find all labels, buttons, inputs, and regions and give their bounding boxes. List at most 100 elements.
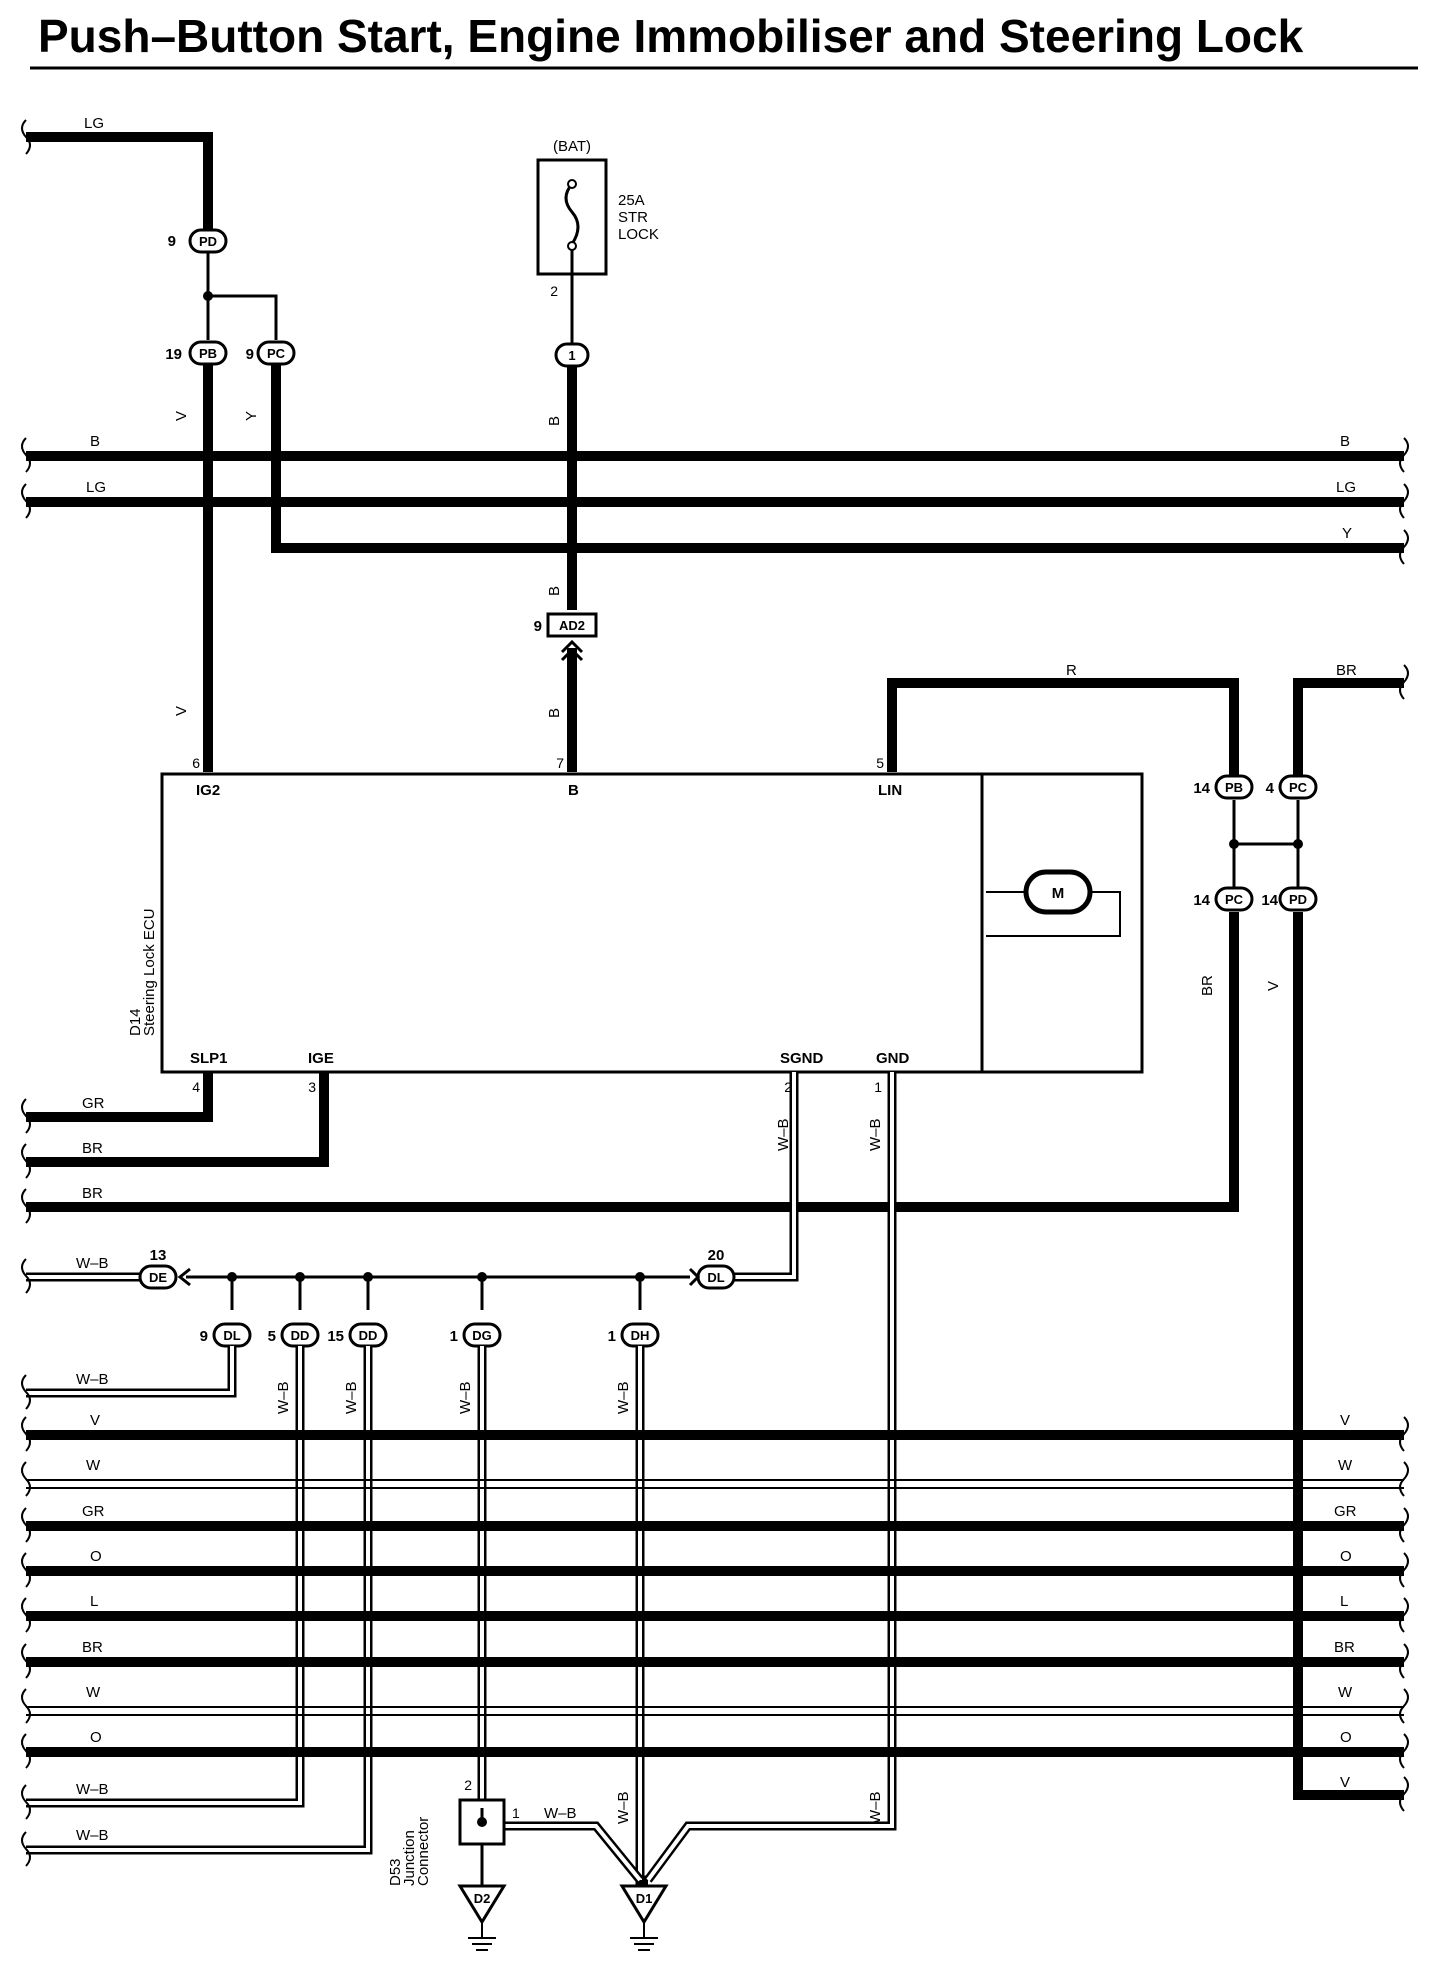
svg-text:W–B: W–B bbox=[76, 1371, 109, 1388]
svg-text:L: L bbox=[90, 1593, 98, 1610]
connector-ad2: 9 AD2 bbox=[534, 612, 598, 662]
svg-text:BR: BR bbox=[82, 1639, 103, 1656]
b-supply-wire: B B B bbox=[546, 366, 577, 772]
svg-text:O: O bbox=[90, 1729, 102, 1746]
page-title: Push–Button Start, Engine Immobiliser an… bbox=[38, 10, 1304, 62]
bus-bottom: V W GR O L BR W O V W GR O L BR W O V bbox=[21, 1412, 1409, 1812]
svg-text:6: 6 bbox=[192, 755, 200, 771]
svg-text:W–B: W–B bbox=[867, 1118, 884, 1151]
svg-text:1: 1 bbox=[450, 1328, 458, 1345]
svg-text:W: W bbox=[86, 1457, 101, 1474]
svg-text:W–B: W–B bbox=[343, 1381, 360, 1414]
connector-pd-top: 9 PD bbox=[168, 228, 228, 254]
connector-pc-right-bot: 14 PC bbox=[1193, 886, 1254, 912]
svg-text:LG: LG bbox=[86, 479, 106, 496]
svg-text:1: 1 bbox=[608, 1328, 616, 1345]
lg-input-circuit: LG V Y V bbox=[21, 115, 1404, 772]
svg-text:D2: D2 bbox=[474, 1891, 491, 1906]
svg-text:DL: DL bbox=[223, 1328, 240, 1343]
svg-text:4: 4 bbox=[192, 1079, 200, 1095]
connector-pb-right: 14 PB bbox=[1193, 774, 1254, 800]
wb-drops: W–B W–B W–B W–B W–B W–B W–B W–B W–B W–B … bbox=[21, 1072, 897, 1885]
wire-label-b-1: B bbox=[546, 416, 563, 426]
svg-text:W–B: W–B bbox=[76, 1827, 109, 1844]
svg-text:14: 14 bbox=[1193, 892, 1210, 909]
svg-text:9: 9 bbox=[246, 346, 254, 363]
svg-text:SLP1: SLP1 bbox=[190, 1050, 228, 1067]
wire-label-r: R bbox=[1066, 662, 1077, 679]
svg-text:PB: PB bbox=[199, 346, 217, 361]
svg-text:V: V bbox=[1340, 1774, 1350, 1791]
connector-pc-right-top: 4 PC bbox=[1266, 774, 1318, 800]
wire-label-v-ig2: V bbox=[173, 706, 190, 716]
slp1-ige-circuit: GR BR BR bbox=[21, 1072, 329, 1224]
ecu-pins-bottom: SLP1 4 IGE 3 SGND 2 GND 1 bbox=[190, 1050, 910, 1095]
svg-text:DD: DD bbox=[291, 1328, 310, 1343]
svg-text:Y: Y bbox=[1342, 525, 1352, 542]
connector-de: 13 DE bbox=[138, 1247, 191, 1290]
svg-text:13: 13 bbox=[150, 1247, 167, 1264]
svg-text:PC: PC bbox=[1225, 892, 1244, 907]
svg-text:AD2: AD2 bbox=[559, 618, 585, 633]
svg-text:1: 1 bbox=[874, 1079, 882, 1095]
svg-text:GND: GND bbox=[876, 1050, 910, 1067]
connector-dg: 1 DG bbox=[450, 1322, 502, 1348]
svg-text:BR: BR bbox=[82, 1140, 103, 1157]
svg-text:4: 4 bbox=[1266, 780, 1275, 797]
svg-text:PD: PD bbox=[1289, 892, 1307, 907]
svg-text:9: 9 bbox=[200, 1328, 208, 1345]
svg-text:LG: LG bbox=[1336, 479, 1356, 496]
ground-d2: D2 bbox=[457, 1884, 507, 1951]
svg-text:W–B: W–B bbox=[76, 1781, 109, 1798]
wire-label-v-pb: V bbox=[173, 411, 190, 421]
svg-text:14: 14 bbox=[1261, 892, 1278, 909]
svg-text:V: V bbox=[1265, 981, 1282, 991]
svg-text:Connector: Connector bbox=[415, 1817, 432, 1886]
ground-d1: D1 bbox=[619, 1880, 669, 1951]
svg-text:19: 19 bbox=[165, 346, 182, 363]
svg-text:D53: D53 bbox=[387, 1858, 404, 1886]
svg-text:9: 9 bbox=[168, 233, 176, 250]
connector-dh: 1 DH bbox=[608, 1322, 660, 1348]
connector-pd-right-bot: 14 PD bbox=[1261, 886, 1318, 912]
svg-text:W: W bbox=[86, 1684, 101, 1701]
svg-text:3: 3 bbox=[308, 1079, 316, 1095]
svg-text:PB: PB bbox=[1225, 780, 1243, 795]
svg-text:DD: DD bbox=[359, 1328, 378, 1343]
fuse-source-label: (BAT) bbox=[553, 138, 591, 155]
svg-text:O: O bbox=[1340, 1548, 1352, 1565]
svg-text:1: 1 bbox=[568, 348, 575, 363]
connector-dl-left: 9 DL bbox=[200, 1322, 252, 1348]
svg-text:W–B: W–B bbox=[867, 1791, 884, 1824]
ecu-ref: D14 bbox=[127, 1008, 144, 1036]
svg-text:L: L bbox=[1340, 1593, 1348, 1610]
junction-connector-d53: D53 Junction Connector 2 1 bbox=[387, 1777, 520, 1886]
svg-text:BR: BR bbox=[82, 1185, 103, 1202]
svg-text:D1: D1 bbox=[636, 1891, 653, 1906]
svg-text:V: V bbox=[90, 1412, 100, 1429]
connector-dd-2: 15 DD bbox=[327, 1322, 388, 1348]
svg-text:5: 5 bbox=[876, 755, 884, 771]
ecu-name: Steering Lock ECU bbox=[141, 908, 158, 1036]
svg-text:W–B: W–B bbox=[76, 1255, 109, 1272]
svg-text:1: 1 bbox=[512, 1805, 520, 1821]
svg-text:2: 2 bbox=[784, 1079, 792, 1095]
svg-text:IG2: IG2 bbox=[196, 782, 220, 799]
svg-text:W: W bbox=[1338, 1684, 1353, 1701]
motor-symbol: M bbox=[986, 869, 1121, 937]
svg-text:W–B: W–B bbox=[544, 1805, 577, 1822]
svg-text:GR: GR bbox=[82, 1503, 105, 1520]
bus-top: B LG B LG Y bbox=[21, 433, 1409, 565]
svg-text:2: 2 bbox=[464, 1777, 472, 1793]
fuse-str-lock: (BAT) 25A STR LOCK 2 bbox=[536, 138, 659, 344]
wire-label-b-3: B bbox=[546, 708, 563, 718]
svg-text:15: 15 bbox=[327, 1328, 344, 1345]
svg-text:BR: BR bbox=[1334, 1639, 1355, 1656]
svg-text:BR: BR bbox=[1336, 662, 1357, 679]
svg-text:GR: GR bbox=[82, 1095, 105, 1112]
svg-text:PD: PD bbox=[199, 234, 217, 249]
fuse-name-line1: STR bbox=[618, 209, 648, 226]
steering-lock-ecu: D14 Steering Lock ECU M bbox=[127, 772, 1144, 1074]
svg-text:SGND: SGND bbox=[780, 1050, 824, 1067]
fuse-name-line2: LOCK bbox=[618, 226, 659, 243]
